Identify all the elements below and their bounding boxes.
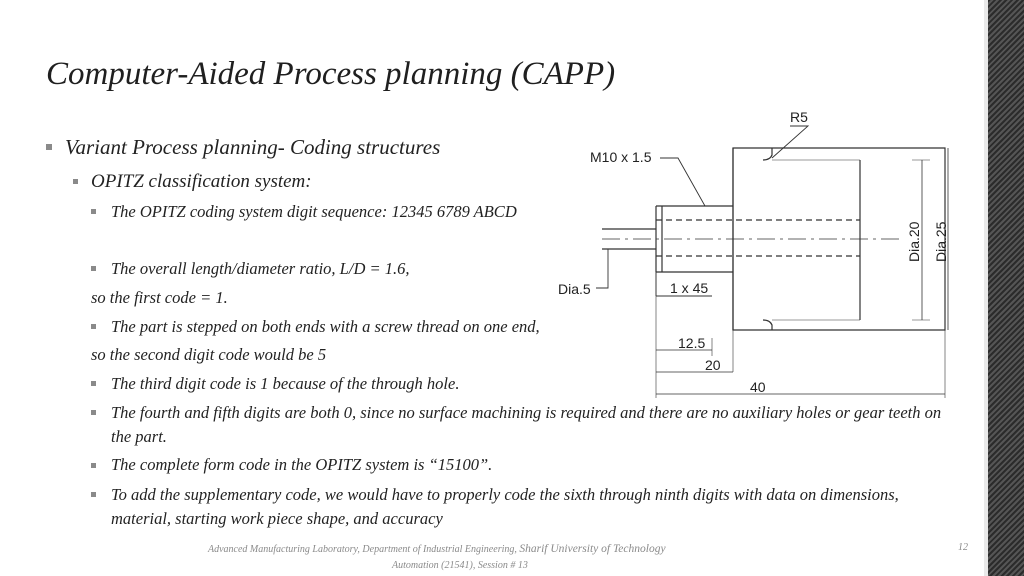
- bullet-digit-sequence: The OPITZ coding system digit sequence: …: [111, 202, 517, 221]
- part-drawing: R5 M10 x 1.5 Dia.5 1 x 45 Dia.20 Dia.25 …: [558, 109, 949, 398]
- label-chamfer: 1 x 45: [670, 280, 708, 296]
- bullet-marker: [91, 492, 96, 497]
- bullet-marker: [91, 381, 96, 386]
- label-40: 40: [750, 379, 766, 395]
- bullet-marker: [91, 463, 96, 468]
- label-thread: M10 x 1.5: [590, 149, 652, 165]
- bullet-marker: [91, 266, 96, 271]
- slide-title: Computer-Aided Process planning (CAPP): [46, 56, 616, 92]
- footer-line-1: Advanced Manufacturing Laboratory, Depar…: [208, 543, 666, 555]
- footer-university: Sharif University of Technology: [519, 543, 666, 555]
- text-second-code: so the second digit code would be 5: [91, 345, 327, 364]
- bullet-supplementary: To add the supplementary code, we would …: [111, 485, 899, 528]
- footer-line-2: Automation (21541), Session # 13: [392, 560, 528, 571]
- bullet-marker: [73, 179, 78, 184]
- bullet-third-digit: The third digit code is 1 because of the…: [111, 374, 460, 393]
- label-20: 20: [705, 357, 721, 373]
- bullet-variant: Variant Process planning- Coding structu…: [65, 135, 441, 159]
- label-r5: R5: [790, 109, 808, 125]
- bullet-fourth-fifth: The fourth and fifth digits are both 0, …: [111, 403, 942, 446]
- page-number: 12: [958, 542, 968, 553]
- bullet-marker: [91, 324, 96, 329]
- bullet-marker: [91, 209, 96, 214]
- bullet-stepped: The part is stepped on both ends with a …: [111, 317, 540, 336]
- bullet-ld-ratio: The overall length/diameter ratio, L/D =…: [111, 259, 410, 278]
- label-dia25: Dia.25: [933, 221, 949, 262]
- label-12-5: 12.5: [678, 335, 705, 351]
- bullet-marker: [91, 410, 96, 415]
- bullet-marker: [46, 144, 52, 150]
- bullet-form-code: The complete form code in the OPITZ syst…: [111, 455, 493, 474]
- label-dia5: Dia.5: [558, 281, 591, 297]
- bullet-opitz: OPITZ classification system:: [91, 171, 312, 192]
- label-dia20: Dia.20: [906, 221, 922, 262]
- slide-decorative-border: [988, 0, 1024, 576]
- text-first-code: so the first code = 1.: [91, 288, 228, 307]
- footer-department: Advanced Manufacturing Laboratory, Depar…: [208, 544, 520, 555]
- slide-border-line: [984, 0, 988, 576]
